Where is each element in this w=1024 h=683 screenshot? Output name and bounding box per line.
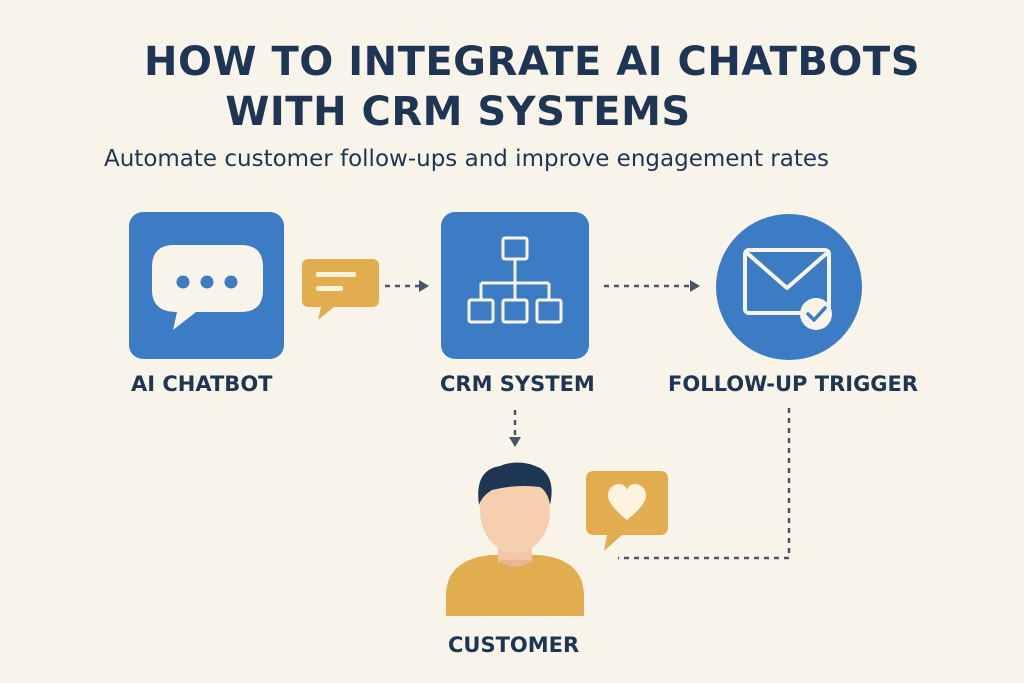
ai-chatbot-label: AI CHATBOT: [131, 372, 273, 396]
envelope-check-icon: [743, 248, 832, 330]
heart-icon: [608, 484, 646, 520]
title-line-2: WITH CRM SYSTEMS: [225, 89, 691, 135]
ai-chatbot-node: [129, 212, 284, 359]
connector-crm-to-trigger: [604, 280, 700, 292]
person-icon: [446, 462, 584, 616]
heart-bubble-icon: [586, 471, 668, 551]
title-line-1: HOW TO INTEGRATE AI CHATBOTS: [143, 39, 921, 85]
message-bubble-icon: [302, 259, 379, 320]
customer-label: CUSTOMER: [448, 633, 580, 657]
chat-bubble-icon: [152, 245, 263, 330]
crm-system-node: [441, 212, 589, 359]
subtitle: Automate customer follow-ups and improve…: [104, 146, 830, 172]
follow-up-trigger-label: FOLLOW-UP TRIGGER: [668, 372, 919, 396]
crm-system-label: CRM SYSTEM: [440, 372, 595, 396]
connector-trigger-to-customer: [618, 408, 791, 560]
connector-crm-to-customer: [509, 410, 521, 447]
hierarchy-icon: [467, 236, 563, 324]
follow-up-trigger-node: [716, 214, 862, 360]
connector-chatbot-to-crm: [385, 280, 429, 292]
